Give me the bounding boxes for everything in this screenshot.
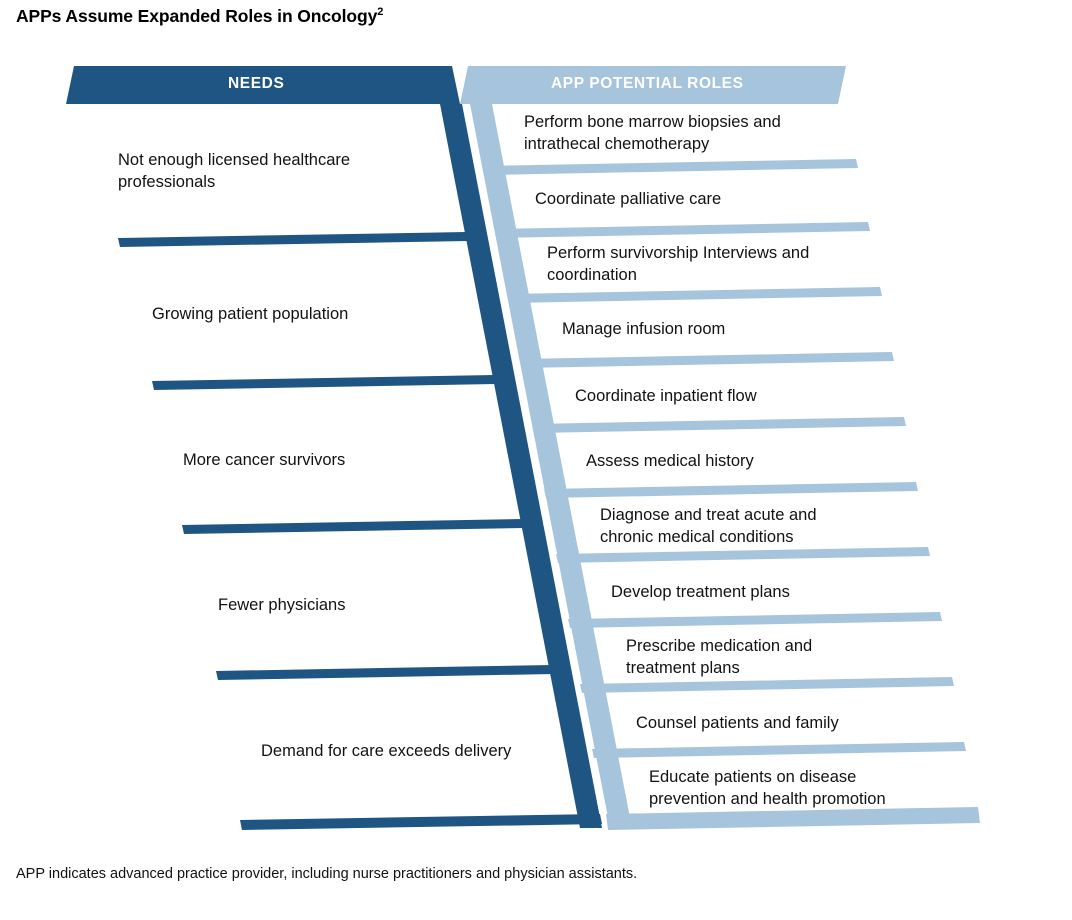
needs-divider-1 (118, 232, 468, 247)
roles-divider-6 (544, 482, 918, 498)
roles-divider-5 (532, 417, 906, 433)
roles-header-label: APP POTENTIAL ROLES (551, 75, 744, 92)
role-item-6: Assess medical history (586, 452, 754, 470)
page-title: APPs Assume Expanded Roles in Oncology2 (16, 6, 383, 27)
role-item-8: Develop treatment plans (611, 583, 790, 601)
need-item-2: Growing patient population (152, 305, 349, 323)
role-item-3: Perform survivorship Interviews and coor… (547, 244, 810, 284)
roles-divider-2 (496, 222, 870, 238)
roles-divider-11 (606, 807, 980, 830)
role-item-5: Coordinate inpatient flow (575, 387, 757, 405)
role-item-11: Educate patients on disease prevention a… (649, 768, 886, 808)
roles-spine (470, 104, 632, 828)
role-item-1: Perform bone marrow biopsies and intrath… (524, 113, 781, 153)
roles-divider-7 (556, 547, 930, 563)
roles-divider-9 (580, 677, 954, 693)
need-item-4: Fewer physicians (218, 596, 346, 614)
roles-divider-8 (568, 612, 942, 628)
role-item-9: Prescribe medication and treatment plans (626, 637, 813, 677)
role-item-7: Diagnose and treat acute and chronic med… (600, 506, 817, 546)
page-title-text: APPs Assume Expanded Roles in Oncology (16, 6, 378, 26)
roles-divider-3 (508, 287, 882, 303)
needs-header-label: NEEDS (228, 75, 285, 92)
role-item-10: Counsel patients and family (636, 714, 839, 732)
need-item-3: More cancer survivors (183, 451, 346, 469)
need-item-5: Demand for care exceeds delivery (261, 742, 512, 760)
needs-divider-3 (182, 519, 524, 534)
needs-spine (440, 104, 602, 828)
role-item-2: Coordinate palliative care (535, 190, 722, 208)
needs-header-banner (66, 66, 460, 104)
page-title-superscript: 2 (377, 6, 384, 19)
roles-divider-10 (592, 742, 966, 758)
roles-divider-1 (484, 159, 858, 175)
footnote: APP indicates advanced practice provider… (16, 866, 638, 882)
needs-divider-2 (152, 375, 496, 390)
needs-divider-5 (240, 814, 602, 830)
roles-header-banner (460, 66, 846, 104)
need-item-1: Not enough licensed healthcare professio… (118, 151, 351, 191)
role-item-4: Manage infusion room (562, 320, 726, 338)
roles-divider-4 (520, 352, 894, 368)
needs-divider-4 (216, 665, 554, 680)
